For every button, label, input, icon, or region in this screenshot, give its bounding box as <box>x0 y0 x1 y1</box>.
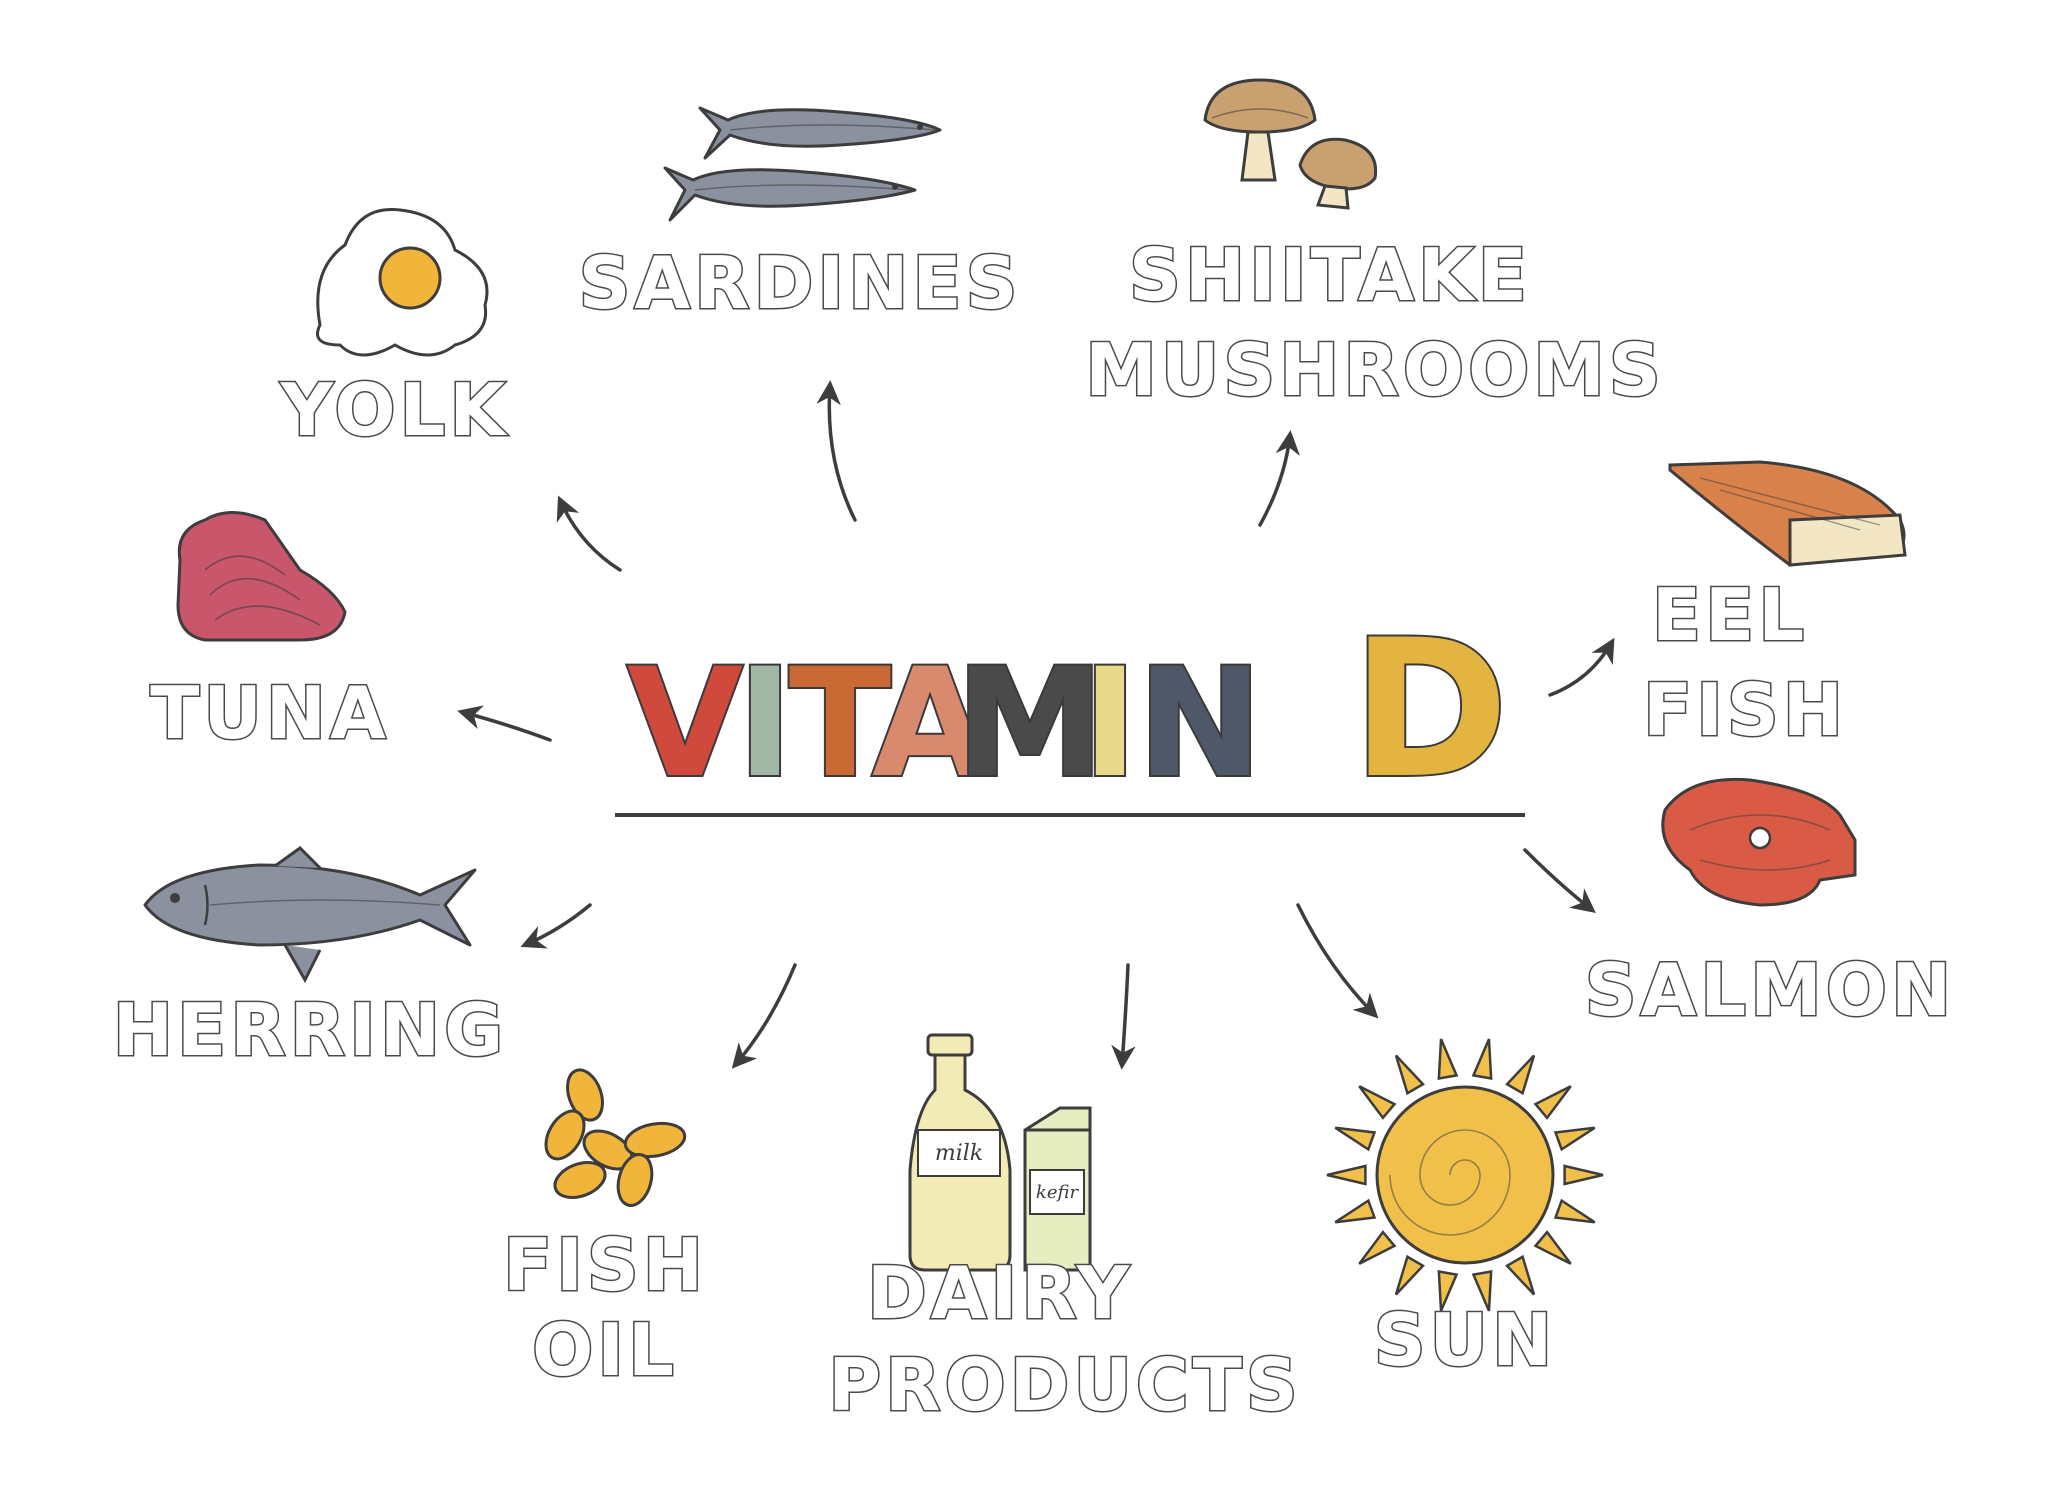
sardines-illustration <box>663 106 942 222</box>
kefir-label: kefir <box>1036 1182 1080 1203</box>
sun-ray <box>1334 1198 1377 1224</box>
sun-illustration <box>1326 1038 1604 1312</box>
label-dairy-line1: DAIRY <box>867 1251 1133 1335</box>
arrow-to-dairy <box>1111 963 1136 1070</box>
sun-ray <box>1437 1270 1459 1312</box>
sun-ray <box>1553 1198 1596 1224</box>
sun-ray <box>1358 1085 1397 1120</box>
sun-ray <box>1358 1230 1397 1265</box>
sun-ray <box>1334 1126 1377 1152</box>
label-sardines: SARDINES <box>579 241 1022 325</box>
label-herring: HERRING <box>113 988 507 1072</box>
label-eel-line2: FISH <box>1643 668 1847 752</box>
mushrooms-illustration <box>1203 78 1378 210</box>
arrow-to-yolk <box>556 495 622 572</box>
arrows <box>457 380 1615 1070</box>
title-letter: N <box>1137 637 1263 811</box>
sun-ray <box>1505 1254 1536 1296</box>
dairy-illustration: milk kefir <box>908 1033 1092 1272</box>
sun-ray <box>1471 1038 1493 1080</box>
label-fish-oil-line1: FISH <box>503 1223 707 1307</box>
label-sun: SUN <box>1374 1298 1557 1382</box>
milk-label: milk <box>935 1141 983 1166</box>
title-letter: V <box>627 637 743 811</box>
label-dairy-line2: PRODUCTS <box>828 1343 1301 1427</box>
arrow-to-herring <box>520 903 592 949</box>
sun-ray <box>1471 1270 1493 1312</box>
sun-ray <box>1326 1164 1367 1186</box>
sun-ray <box>1394 1054 1425 1096</box>
arrow-to-fish-oil <box>731 963 797 1069</box>
label-yolk: YOLK <box>280 368 509 452</box>
sun-ray <box>1563 1164 1604 1186</box>
salmon-illustration <box>1661 777 1857 907</box>
egg-illustration <box>316 207 489 357</box>
tuna-illustration <box>176 511 347 642</box>
sun-ray <box>1505 1054 1536 1096</box>
label-eel-line1: EEL <box>1652 573 1808 657</box>
label-shiitake-line2: MUSHROOMS <box>1085 328 1665 412</box>
arrow-to-sun <box>1296 903 1379 1019</box>
arrow-to-salmon <box>1523 848 1596 914</box>
title-letter: I <box>737 637 793 811</box>
label-tuna: TUNA <box>150 671 390 755</box>
arrow-to-tuna <box>457 705 552 742</box>
arrow-to-sardines <box>816 380 857 522</box>
sun-ray <box>1437 1038 1459 1080</box>
label-fish-oil-line2: OIL <box>532 1308 678 1392</box>
title-letter: T <box>789 637 891 811</box>
title-letter: D <box>1351 599 1509 820</box>
herring-illustration <box>143 846 477 984</box>
sun-ray <box>1394 1254 1425 1296</box>
eel-illustration <box>1668 460 1907 567</box>
fish-oil-illustration <box>544 1068 687 1207</box>
arrow-to-eel <box>1548 637 1615 697</box>
title-letter: A <box>872 637 988 811</box>
sun-ray <box>1553 1126 1596 1152</box>
sun-ray <box>1533 1085 1572 1120</box>
label-salmon: SALMON <box>1585 948 1956 1032</box>
title-letter: I <box>1082 637 1138 811</box>
sun-ray <box>1533 1230 1572 1265</box>
labels: SARDINES SHIITAKE MUSHROOMS YOLK TUNA EE… <box>111 232 1956 1429</box>
title-letter: M <box>955 637 1104 811</box>
label-shiitake-line1: SHIITAKE <box>1129 233 1531 317</box>
arrow-to-shiitake <box>1258 430 1301 527</box>
